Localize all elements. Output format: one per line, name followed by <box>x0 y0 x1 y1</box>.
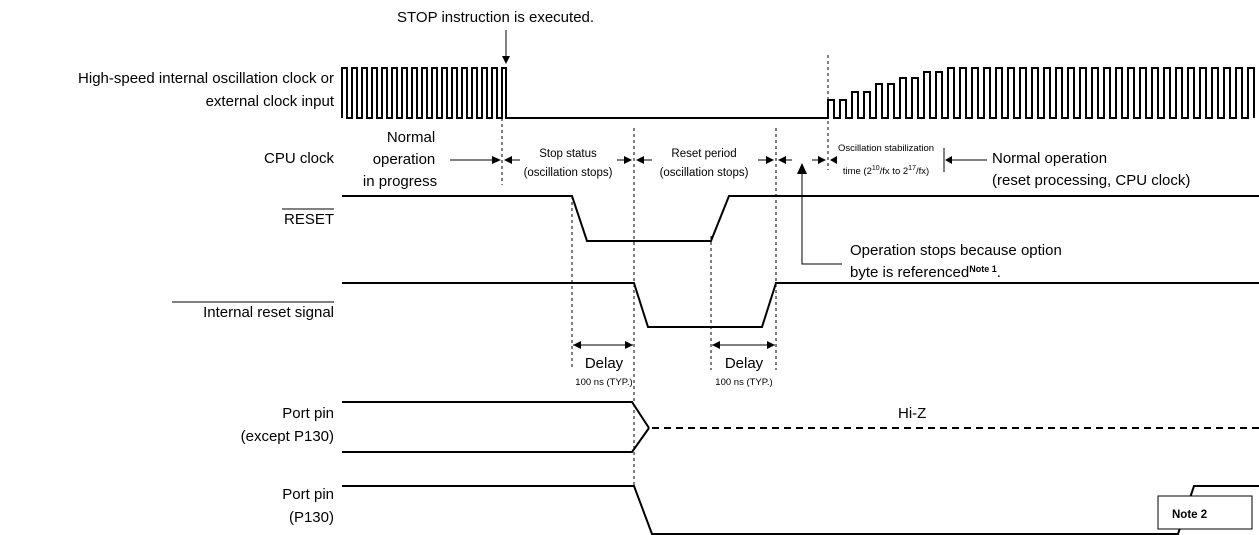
option-callout-line1: Operation stops because option <box>850 242 1062 259</box>
phase-normal-line1: Normal <box>387 129 435 146</box>
phase-normal-op-line1: Normal operation <box>992 150 1107 167</box>
phase-osc-line2: time (210/fx to 217/fx) <box>843 165 929 177</box>
cpu-clock-label: CPU clock <box>264 150 335 167</box>
port-pin-2-label-line1: Port pin <box>282 486 334 503</box>
option-interval-arrowhead-left <box>778 156 786 164</box>
option-callout-line <box>801 172 842 265</box>
stop-arrowhead-right <box>624 156 632 164</box>
delay-1-arrowhead-right <box>625 341 633 349</box>
delay-1-arrowhead-left <box>573 341 581 349</box>
note2-box <box>1157 495 1253 530</box>
clock-label-line1: High-speed internal oscillation clock or <box>78 70 334 87</box>
reset-period-arrowhead-right <box>766 156 774 164</box>
stop-arrowhead-left <box>504 156 512 164</box>
phase-stop-line2: (oscillation stops) <box>524 167 613 179</box>
note2-label: Note 2 <box>1172 509 1207 521</box>
reset-waveform <box>342 195 1259 242</box>
internal-reset-waveform <box>342 282 1259 328</box>
hiz-label: Hi-Z <box>898 405 926 422</box>
clock-label-line2: external clock input <box>206 93 335 110</box>
phase-reset-line2: (oscillation stops) <box>660 167 749 179</box>
port-pin-2-waveform <box>342 485 1259 535</box>
delay-2-arrowhead-right <box>767 341 775 349</box>
phase-normal-line2: operation <box>373 151 436 168</box>
port-pin-1-label-line2: (except P130) <box>241 428 334 445</box>
port-pin-1-high <box>342 401 650 429</box>
port-pin-2-label-line2: (P130) <box>289 509 334 526</box>
option-callout-line2: byte is referencedNote 1. <box>850 264 1001 281</box>
phase-osc-line1: Oscillation stabilization <box>838 143 934 154</box>
phase-normal-line3: in progress <box>363 173 437 190</box>
phase-reset-line1: Reset period <box>671 148 736 160</box>
reset-label: RESET <box>284 211 334 228</box>
option-callout-arrowhead <box>797 163 807 174</box>
delay-1-label: Delay <box>585 355 624 372</box>
osc-arrowhead-left <box>830 156 837 164</box>
delay-2-label: Delay <box>725 355 764 372</box>
delay-2-arrowhead-left <box>712 341 720 349</box>
phase-stop-line1: Stop status <box>539 148 597 160</box>
osc-arrowhead-right <box>945 156 952 164</box>
internal-reset-label: Internal reset signal <box>203 304 334 321</box>
reset-period-arrowhead-left <box>636 156 644 164</box>
phase-normal-op-line2: (reset processing, CPU clock) <box>992 172 1190 189</box>
stop-instruction-label: STOP instruction is executed. <box>397 9 594 26</box>
port-pin-1-low <box>342 427 650 453</box>
delay-1-value: 100 ns (TYP.) <box>575 377 632 388</box>
option-interval-arrowhead-right <box>818 156 826 164</box>
port-pin-1-label-line1: Port pin <box>282 405 334 422</box>
normal-bracket-arrow <box>492 156 501 164</box>
delay-2-value: 100 ns (TYP.) <box>715 377 772 388</box>
clock-waveform <box>341 67 1255 119</box>
stop-instruction-arrowhead <box>502 56 510 64</box>
